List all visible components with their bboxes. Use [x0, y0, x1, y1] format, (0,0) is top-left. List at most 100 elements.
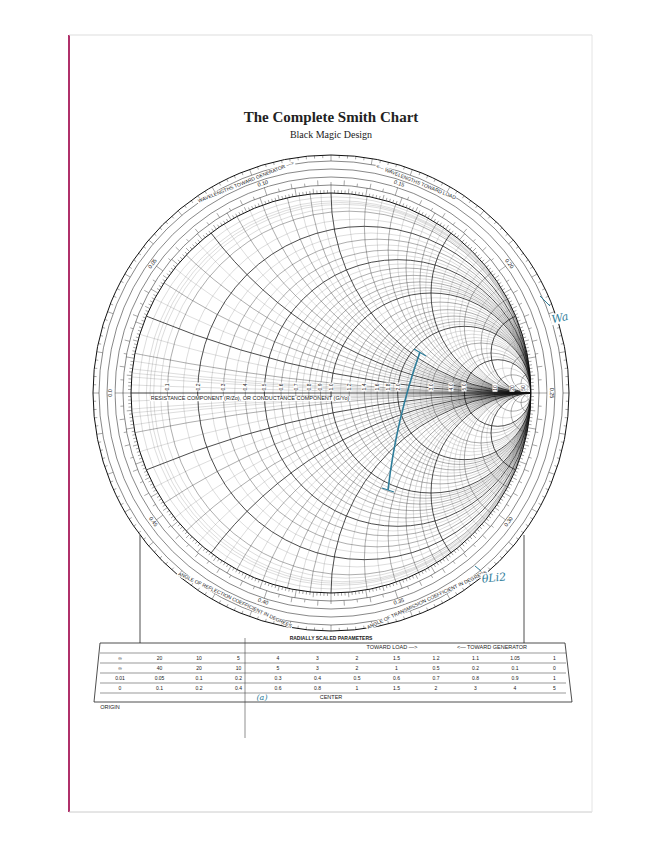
- scale-tick: [453, 222, 455, 224]
- reactance-arc: [198, 393, 655, 848]
- scale-tick: [213, 557, 216, 561]
- scale-tick: [323, 190, 324, 193]
- scale-tick: [465, 542, 467, 544]
- scale-tick: [134, 260, 136, 262]
- scale-tick: [509, 240, 514, 244]
- scale-tick: [472, 248, 476, 252]
- scale-tick: [217, 559, 219, 561]
- scale-tick: [542, 289, 545, 290]
- page-edge: [68, 35, 70, 812]
- scale-ring: [99, 161, 563, 625]
- radial-scale-value: 0.1: [511, 666, 520, 671]
- reactance-arc: [0, 0, 655, 393]
- scale-tick: [396, 582, 398, 585]
- handwritten-mark: [382, 349, 426, 492]
- scale-tick: [136, 322, 144, 325]
- scale-tick: [379, 587, 381, 590]
- scale-tick: [489, 516, 491, 518]
- scale-tick: [110, 481, 113, 482]
- scale-tick: [331, 601, 332, 604]
- scale-tick: [227, 604, 228, 607]
- radial-scale-value: 0.2: [195, 686, 204, 691]
- scale-tick: [538, 503, 541, 504]
- scale-tick: [506, 550, 508, 552]
- scale-tick: [494, 562, 496, 564]
- scale-tick: [513, 493, 517, 495]
- scale-tick: [443, 225, 445, 227]
- scale-tick: [285, 195, 287, 198]
- scale-tick: [130, 457, 133, 459]
- scale-tick: [160, 228, 162, 230]
- scale-tick: [295, 188, 296, 196]
- resistance-value: 4.0: [449, 383, 454, 392]
- reactance-arc: [296, 393, 655, 848]
- scale-tick: [470, 537, 472, 539]
- scale-tick: [559, 433, 565, 434]
- scale-tick: [524, 315, 529, 317]
- scale-tick: [195, 229, 198, 233]
- scale-tick: [292, 589, 294, 592]
- resistance-value: 2.0: [395, 383, 400, 392]
- scale-tick: [252, 577, 253, 580]
- scale-tick: [133, 347, 136, 349]
- scale-tick: [446, 225, 449, 229]
- scale-tick: [526, 437, 529, 439]
- scale-tick: [234, 176, 235, 179]
- radial-scale-value: 0.4: [313, 676, 322, 681]
- scale-tick: [334, 190, 335, 193]
- scale-tick: [434, 564, 436, 567]
- scale-tick: [183, 529, 185, 531]
- resistance-value: 0.9: [318, 383, 323, 392]
- scale-tick: [514, 310, 517, 311]
- scale-tick: [530, 368, 533, 369]
- scale-tick: [484, 259, 490, 264]
- scale-tick: [419, 172, 420, 175]
- scale-tick: [409, 577, 410, 580]
- scale-tick: [281, 587, 283, 590]
- scale-tick: [425, 214, 426, 217]
- scale-tick: [242, 172, 243, 175]
- resistance-value: 0.3: [221, 383, 226, 392]
- scale-tick: [227, 179, 228, 182]
- scale-tick: [167, 274, 169, 276]
- scale-tick: [100, 449, 103, 451]
- scale-tick: [144, 314, 147, 315]
- scale-tick: [532, 340, 537, 341]
- scale-tick: [392, 583, 394, 586]
- scale-tick: [195, 242, 197, 244]
- scale-tick: [491, 271, 493, 273]
- scale-tick: [185, 252, 187, 254]
- scale-tick: [157, 496, 160, 498]
- scale-tick: [489, 268, 491, 270]
- scale-tick: [134, 441, 137, 443]
- ruler-row-line: [100, 683, 566, 684]
- scale-tick: [203, 235, 205, 237]
- scale-tick: [480, 257, 482, 259]
- scale-tick: [244, 207, 246, 212]
- reactance-arc: [167, 0, 655, 393]
- scale-tick: [416, 207, 418, 212]
- scale-tick: [281, 160, 283, 163]
- ruler-label: <— TOWARD GENERATOR: [456, 645, 528, 651]
- radial-scale-value: 0.2: [471, 666, 480, 671]
- scale-tick: [297, 626, 298, 629]
- scale-tick: [531, 403, 534, 404]
- scale-tick: [132, 350, 135, 352]
- scale-tick: [389, 199, 391, 202]
- scale-tick: [94, 368, 97, 369]
- reactance-arc: [440, 211, 622, 393]
- scale-tick: [363, 157, 364, 160]
- scale-tick: [554, 465, 557, 467]
- scale-tick: [557, 327, 560, 329]
- scale-tick: [522, 333, 525, 335]
- scale-tick: [564, 359, 567, 360]
- resistance-value: 1.0: [329, 383, 334, 392]
- scale-tick: [212, 555, 214, 557]
- scale-tick: [539, 379, 542, 380]
- scale-tick: [227, 213, 231, 220]
- scale-tick: [314, 627, 315, 630]
- radial-scale-value: 10: [195, 656, 203, 661]
- reactance-arc: [264, 0, 655, 393]
- scale-tick: [178, 211, 182, 216]
- scale-tick: [379, 160, 381, 163]
